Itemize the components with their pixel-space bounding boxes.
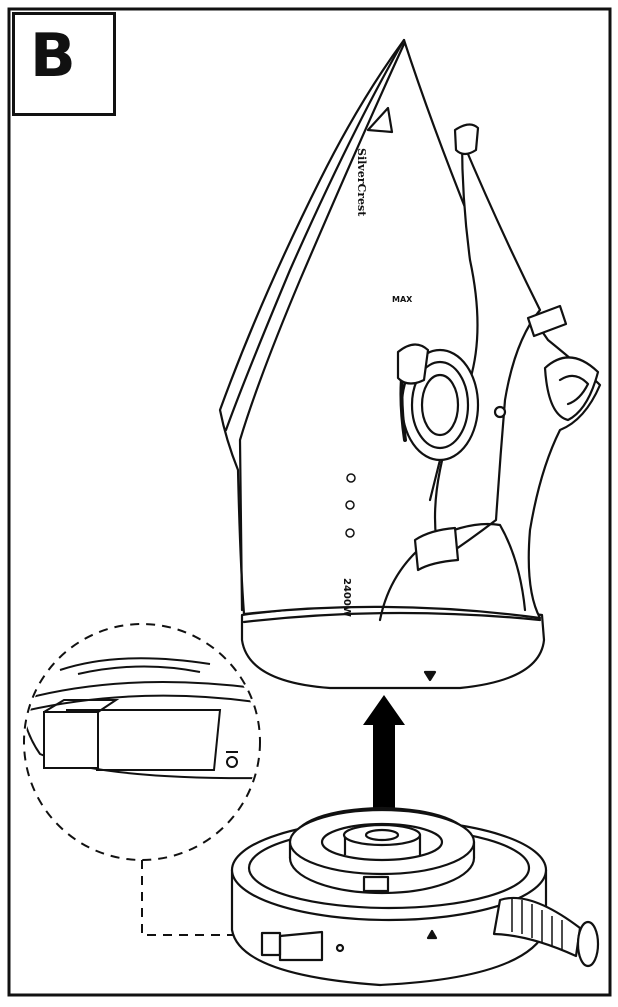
function-icons — [345, 473, 356, 538]
base-release-latch — [260, 931, 282, 957]
indicator-light — [493, 405, 507, 419]
spray-knob — [453, 123, 480, 156]
panel-letter: B — [30, 21, 76, 91]
iron-illustration — [218, 38, 602, 690]
brand-text: SilverCrest — [355, 148, 368, 217]
warning-triangle-icon — [366, 106, 394, 134]
outer-frame — [7, 7, 612, 997]
power-rating-text: 2400W — [341, 578, 352, 617]
detail-connector-line — [141, 860, 262, 936]
lift-arrow-icon — [363, 695, 405, 812]
base-station — [230, 806, 600, 987]
steam-switch — [526, 304, 568, 338]
rear-button — [543, 356, 600, 422]
power-cord — [492, 896, 582, 958]
cord-end — [576, 920, 600, 968]
panel-label-box — [12, 12, 116, 116]
dial-label: MAX — [392, 295, 413, 304]
steam-boost-button — [396, 343, 430, 385]
detail-zoom-circle — [23, 623, 261, 861]
release-latch — [43, 711, 99, 769]
base-contact — [362, 875, 390, 893]
